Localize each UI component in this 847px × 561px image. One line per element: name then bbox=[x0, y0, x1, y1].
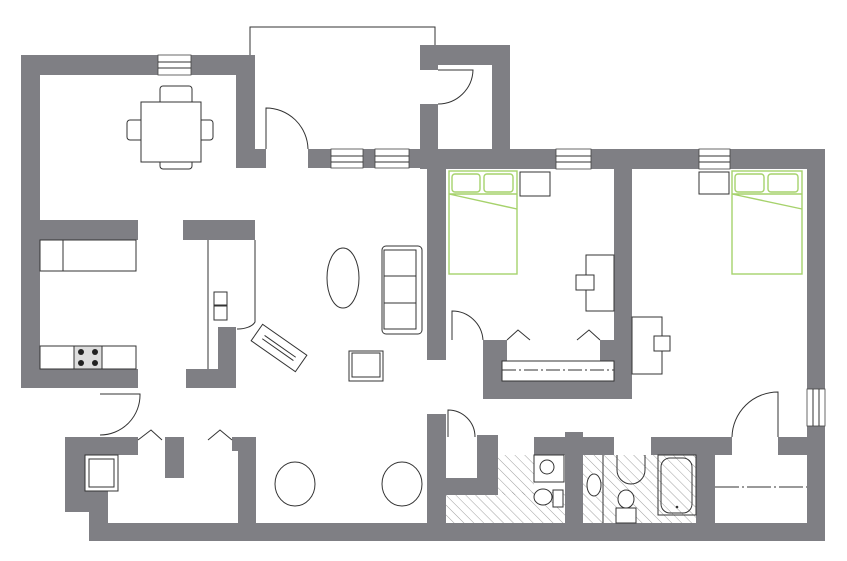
sink bbox=[539, 459, 555, 475]
stove bbox=[73, 345, 103, 370]
door-swing bbox=[437, 69, 474, 105]
kitchen-fixtures bbox=[39, 239, 256, 370]
door-swing bbox=[731, 391, 779, 438]
window bbox=[374, 148, 410, 169]
window bbox=[157, 54, 192, 76]
coffee-table bbox=[250, 323, 308, 373]
doors bbox=[99, 69, 779, 441]
nightstand bbox=[698, 171, 730, 195]
living-furniture bbox=[250, 245, 423, 382]
desk-chair bbox=[575, 274, 595, 291]
walls bbox=[21, 45, 825, 541]
door-swing bbox=[265, 107, 309, 150]
nightstand bbox=[519, 171, 551, 197]
bathroom-fixtures bbox=[533, 454, 807, 524]
porch-outline bbox=[249, 26, 436, 55]
toilet bbox=[617, 489, 635, 509]
sink bbox=[213, 291, 228, 306]
door-swing bbox=[99, 393, 141, 436]
entry-fixtures bbox=[84, 454, 423, 507]
bathtub bbox=[657, 454, 697, 516]
sofa bbox=[381, 245, 423, 335]
round-table bbox=[274, 461, 316, 507]
window bbox=[698, 148, 731, 170]
toilet bbox=[533, 488, 553, 506]
round-table bbox=[381, 461, 423, 507]
desk-chair bbox=[653, 335, 671, 352]
door-swing bbox=[447, 409, 476, 438]
window bbox=[330, 148, 364, 169]
sink bbox=[586, 473, 602, 497]
sink bbox=[213, 305, 228, 321]
counter bbox=[39, 239, 137, 272]
window bbox=[806, 388, 826, 427]
bifold-door bbox=[207, 429, 233, 441]
island-counter bbox=[207, 240, 256, 369]
dining-table-set bbox=[126, 85, 214, 170]
door-swing bbox=[451, 310, 484, 341]
closet bbox=[501, 360, 615, 382]
rug bbox=[326, 247, 360, 309]
bedroom-1-furniture bbox=[448, 170, 615, 382]
bedroom-2-furniture bbox=[631, 170, 803, 375]
armchair bbox=[348, 350, 384, 382]
bifold-door bbox=[576, 329, 601, 341]
bifold-door bbox=[137, 429, 163, 441]
window bbox=[555, 148, 592, 170]
bifold-door bbox=[506, 329, 531, 341]
windows bbox=[157, 54, 826, 427]
